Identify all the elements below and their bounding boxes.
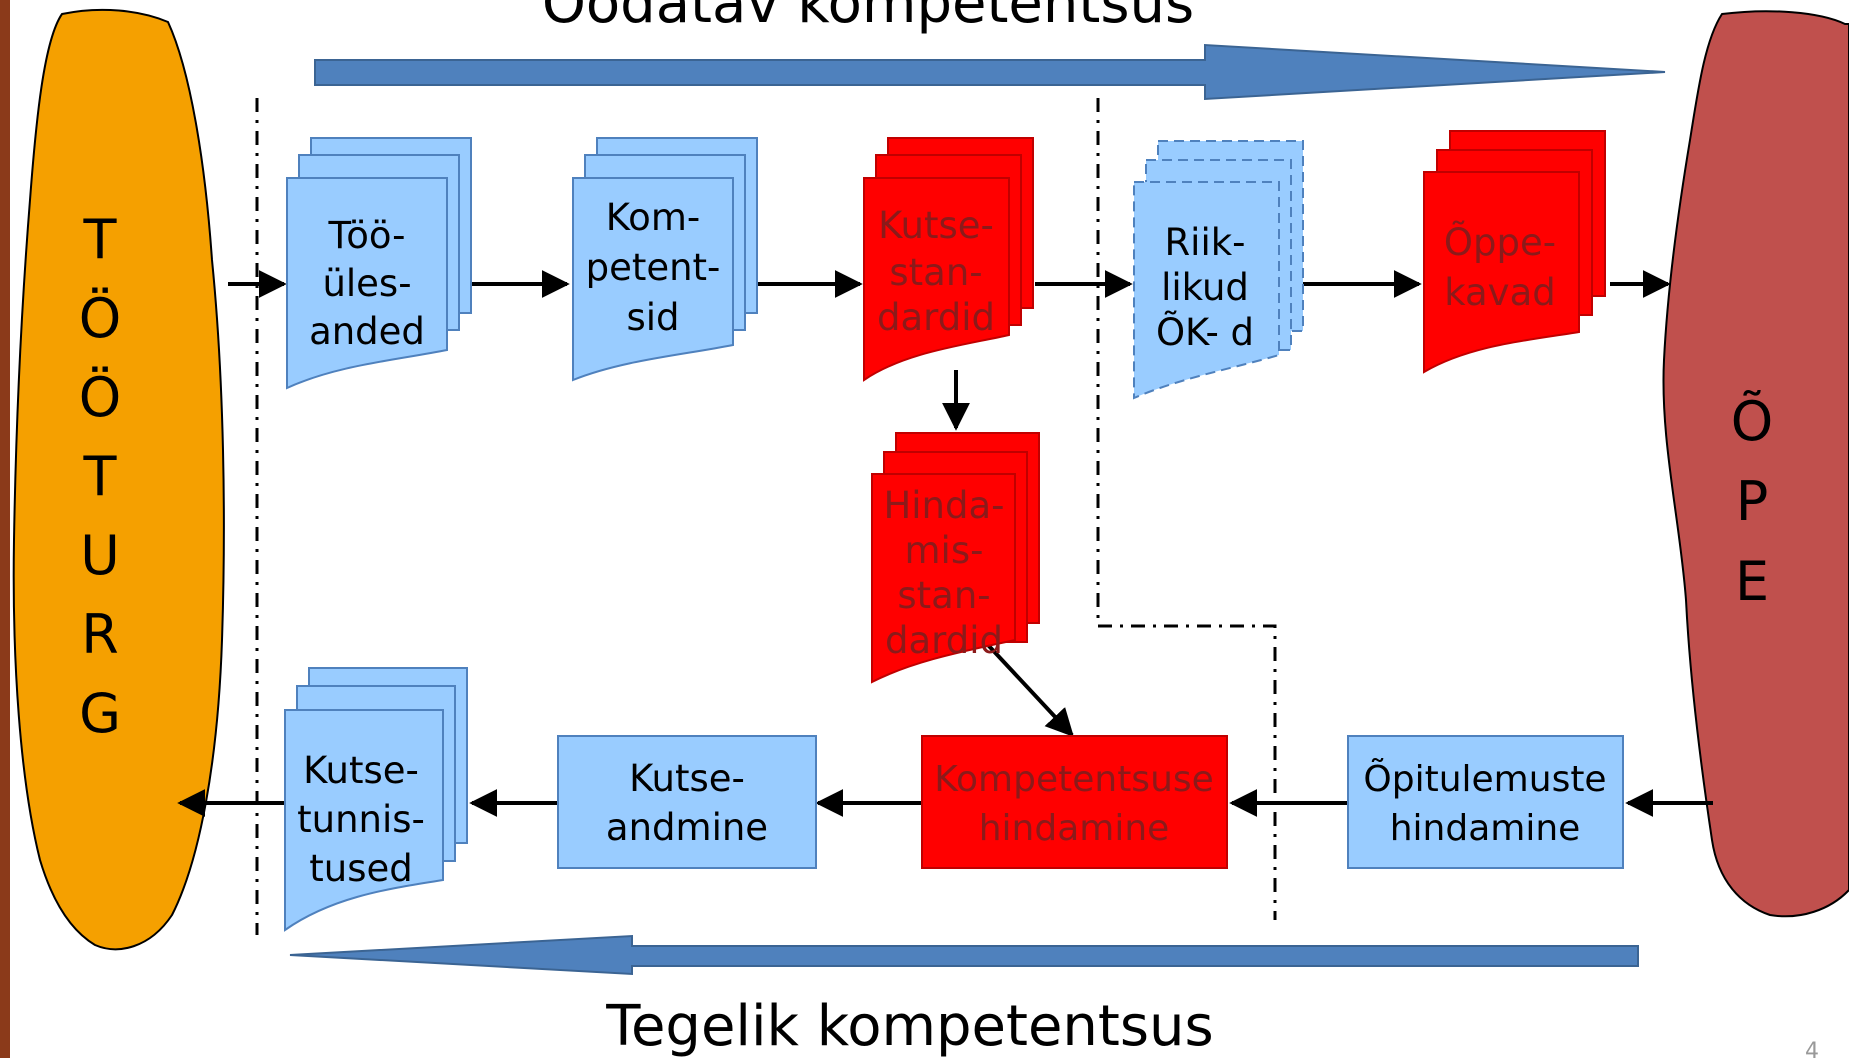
learning-label: Õ P E xyxy=(1731,390,1774,613)
top-expected-arrow xyxy=(314,43,1666,101)
box-awarding-qualification-line: andmine xyxy=(606,806,768,849)
doc-professional-certificates-line: Kutse- xyxy=(303,749,419,792)
doc-national-curricula: Riik- likud ÕK- d xyxy=(1133,140,1304,400)
doc-competences: Kom- petent- sid xyxy=(572,137,758,382)
box-learning-outcomes-assessment-line: hindamine xyxy=(1390,808,1581,849)
doc-competences-line: Kom- xyxy=(606,196,700,239)
box-learning-outcomes-assessment-line: Õpitulemuste xyxy=(1363,758,1606,800)
doc-work-tasks-line: anded xyxy=(309,310,425,353)
labor-market-letter: T xyxy=(83,208,118,271)
section-separators xyxy=(255,98,1277,935)
doc-competences-line: petent- xyxy=(586,246,721,289)
doc-work-tasks-line: Töö- xyxy=(327,214,405,257)
doc-occupational-standards-line: stan- xyxy=(889,251,982,294)
labor-market-letter: T xyxy=(83,445,118,508)
flow-arrows xyxy=(177,270,1713,817)
doc-assessment-standards-line: Hinda- xyxy=(883,484,1004,527)
doc-occupational-standards: Kutse- stan- dardid xyxy=(863,137,1034,382)
doc-professional-certificates-line: tunnis- xyxy=(297,798,425,841)
labor-market-letter: G xyxy=(79,682,121,745)
learning-blob xyxy=(1662,10,1849,918)
title-expected-competence: Oodatav kompetentsus xyxy=(542,0,1194,36)
labor-market-letter: R xyxy=(81,603,119,666)
bottom-actual-arrow xyxy=(289,934,1639,976)
labor-market-letter: Ö xyxy=(79,287,122,350)
doc-assessment-standards-line: mis- xyxy=(905,529,984,572)
box-competence-assessment: Kompetentsuse hindamine xyxy=(921,735,1228,869)
slide-border xyxy=(0,0,10,1058)
box-competence-assessment-line: Kompetentsuse xyxy=(934,759,1214,800)
doc-assessment-standards-line: stan- xyxy=(897,574,990,617)
doc-national-curricula-line: Riik- xyxy=(1164,221,1245,264)
learning-letter: Õ xyxy=(1731,390,1774,453)
doc-work-tasks-line: üles- xyxy=(322,262,411,305)
learning-letter: P xyxy=(1736,470,1769,533)
doc-occupational-standards-line: Kutse- xyxy=(878,204,994,247)
labor-market-label: T Ö Ö T U R G xyxy=(79,208,122,745)
learning-letter: E xyxy=(1735,550,1769,613)
doc-curricula: Õppe- kavad xyxy=(1423,130,1606,374)
doc-competences-line: sid xyxy=(626,296,679,339)
slide-number: 4 xyxy=(1805,1039,1819,1058)
title-actual-competence: Tegelik kompetentsus xyxy=(605,994,1213,1058)
doc-national-curricula-line: likud xyxy=(1161,266,1249,309)
labor-market-letter: Ö xyxy=(79,366,122,429)
doc-assessment-standards-line: dardid xyxy=(885,619,1003,662)
doc-professional-certificates-line: tused xyxy=(309,847,412,890)
box-awarding-qualification: Kutse- andmine xyxy=(557,735,817,869)
doc-professional-certificates: Kutse- tunnis- tused xyxy=(284,667,468,932)
doc-assessment-standards: Hinda- mis- stan- dardid xyxy=(871,432,1040,684)
doc-curricula-line: Õppe- xyxy=(1444,220,1556,264)
box-competence-assessment-line: hindamine xyxy=(979,808,1170,849)
labor-market-letter: U xyxy=(80,524,120,587)
box-awarding-qualification-line: Kutse- xyxy=(629,757,745,800)
doc-national-curricula-line: ÕK- d xyxy=(1156,310,1254,354)
box-learning-outcomes-assessment: Õpitulemuste hindamine xyxy=(1347,735,1624,869)
doc-occupational-standards-line: dardid xyxy=(877,296,995,339)
labor-market-blob xyxy=(12,8,225,951)
doc-work-tasks: Töö- üles- anded xyxy=(286,137,472,390)
doc-curricula-line: kavad xyxy=(1444,271,1556,314)
